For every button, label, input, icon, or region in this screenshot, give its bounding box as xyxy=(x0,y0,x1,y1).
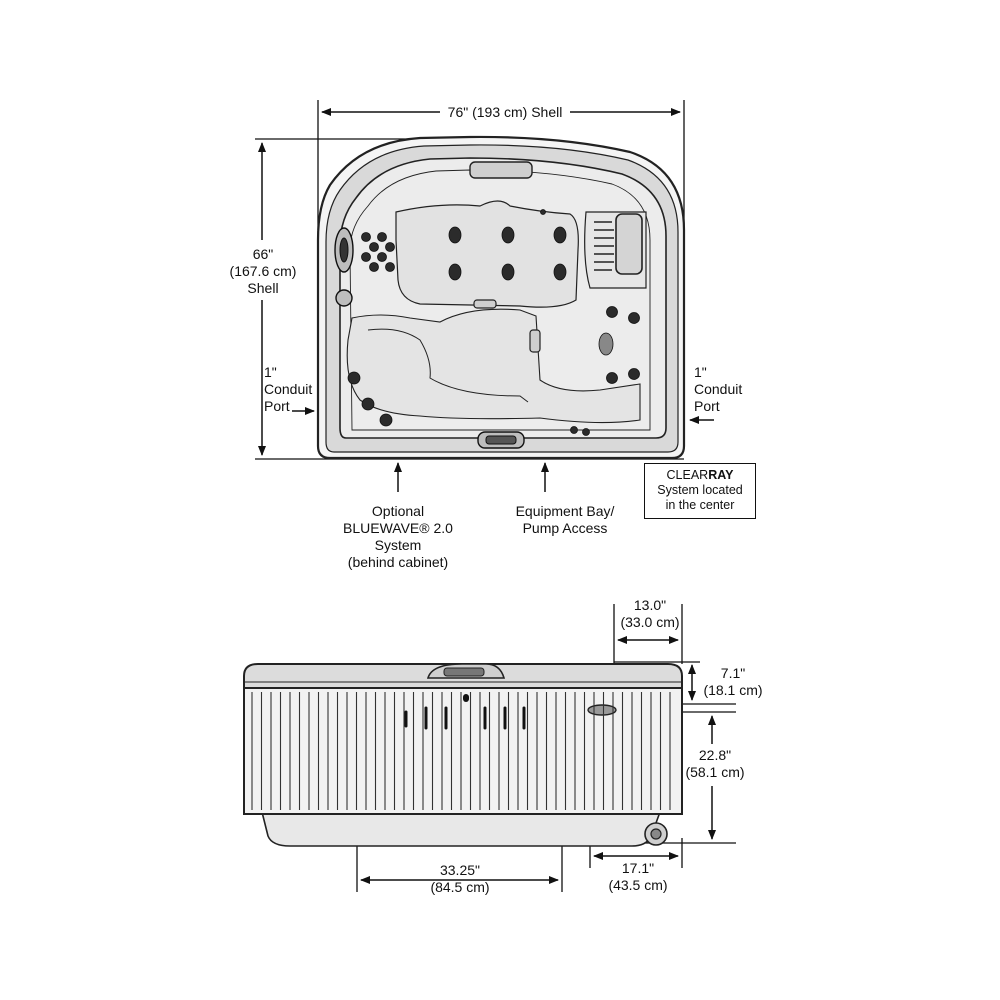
spa-side-body xyxy=(243,663,683,847)
cabinet-slats xyxy=(251,692,671,810)
dim-bottom-center-label: 33.25" (84.5 cm) xyxy=(418,862,502,896)
conduit-left-size: 1" xyxy=(264,364,277,380)
clearray-line3: in the center xyxy=(665,498,735,512)
conduit-right-port: Port xyxy=(694,398,720,414)
spa-shell-top xyxy=(316,135,686,460)
conduit-left-word: Conduit xyxy=(264,381,313,397)
cabinet-vents xyxy=(404,694,526,730)
top-view-dimension-arrows xyxy=(258,108,714,492)
dim-top-height-cm: (18.1 cm) xyxy=(703,682,763,698)
side-view-dimension-arrows xyxy=(360,636,716,884)
dim-bottom-center-cm: (84.5 cm) xyxy=(430,879,490,895)
dim-top-width-cm: (33.0 cm) xyxy=(620,614,680,630)
equipment-bay-label: Equipment Bay/ Pump Access xyxy=(495,503,635,537)
equipment-line2: Pump Access xyxy=(522,520,608,536)
dim-height-in: 22.8" xyxy=(698,747,732,763)
bluewave-line4: (behind cabinet) xyxy=(347,554,449,570)
dim-top-width-in: 13.0" xyxy=(633,597,667,613)
shell-height-in: 66" xyxy=(252,246,274,262)
conduit-left-port: Port xyxy=(264,398,290,414)
conduit-right-word: Conduit xyxy=(694,381,743,397)
controls-top-view xyxy=(334,227,525,449)
bluewave-line1: Optional xyxy=(371,503,425,519)
bluewave-line3: System xyxy=(374,537,422,553)
clearray-title: CLEARRAY xyxy=(666,468,734,482)
dim-bottom-right-in: 17.1" xyxy=(621,860,655,876)
shell-height-label: 66" (167.6 cm) Shell xyxy=(226,246,300,297)
bluewave-line2: BLUEWAVE® 2.0 xyxy=(343,520,453,536)
dim-top-height-label: 7.1" (18.1 cm) xyxy=(696,665,770,699)
shell-height-cm: (167.6 cm) xyxy=(229,263,297,279)
dim-bottom-right-label: 17.1" (43.5 cm) xyxy=(600,860,676,894)
clearray-box: CLEARRAY System located in the center xyxy=(644,463,756,519)
dim-height-label: 22.8" (58.1 cm) xyxy=(678,747,752,781)
conduit-port-left-label: 1" Conduit Port xyxy=(264,364,312,415)
jets-top-view xyxy=(347,209,640,436)
conduit-right-size: 1" xyxy=(694,364,707,380)
dim-bottom-center-in: 33.25" xyxy=(439,862,480,878)
dim-top-width-label: 13.0" (33.0 cm) xyxy=(608,597,692,631)
dim-height-cm: (58.1 cm) xyxy=(685,764,745,780)
shell-width-label: 76" (193 cm) Shell xyxy=(447,104,563,120)
equipment-line1: Equipment Bay/ xyxy=(515,503,615,519)
dim-top-height-in: 7.1" xyxy=(720,665,746,681)
dim-bottom-right-cm: (43.5 cm) xyxy=(608,877,668,893)
shell-height-word: Shell xyxy=(247,280,279,296)
conduit-port-right-label: 1" Conduit Port xyxy=(694,364,742,415)
bluewave-label: Optional BLUEWAVE® 2.0 System (behind ca… xyxy=(318,503,478,571)
clearray-line2: System located xyxy=(657,483,743,497)
